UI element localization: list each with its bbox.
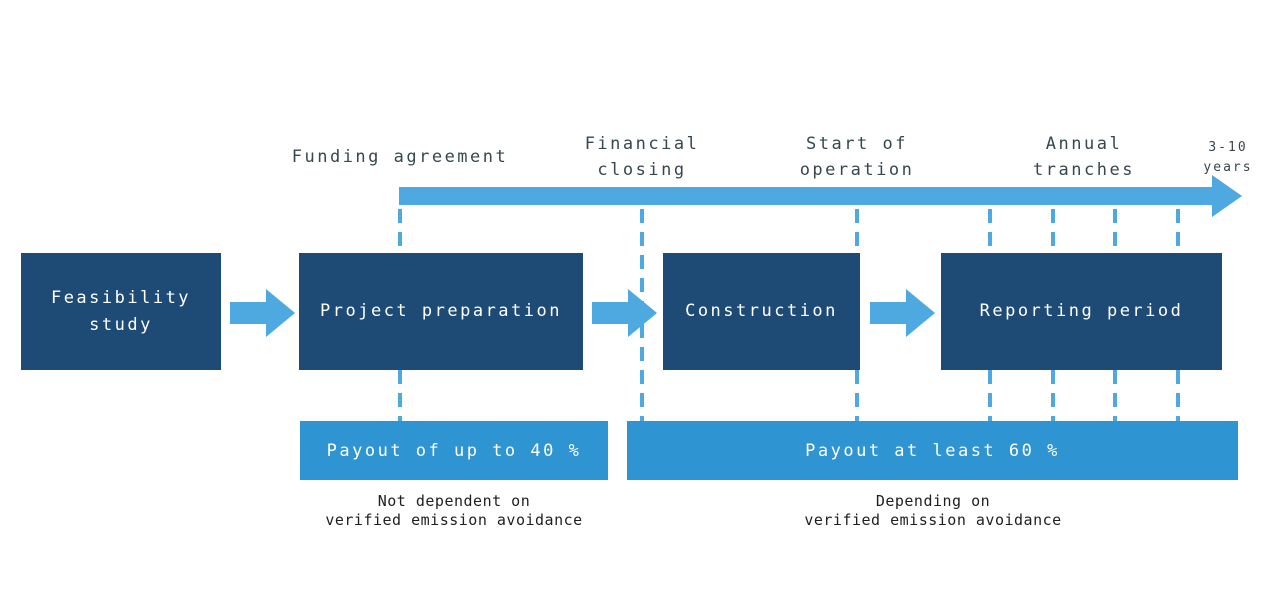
timeline-label-start-of-operation: Start of operation	[799, 134, 915, 180]
timeline-label-financial-closing: Financial closing	[584, 134, 700, 180]
timeline-arrowhead-icon	[1212, 175, 1242, 217]
flow-arrow-icon	[592, 289, 657, 337]
stage-box-feasibility-study: Feasibility study	[21, 253, 221, 370]
payout-note-depending: Depending on verified emission avoidance	[804, 492, 1062, 529]
stage-box-reporting-period: Reporting period	[941, 253, 1222, 370]
flow-arrow-icon	[870, 289, 935, 337]
payout-note-not-dependent: Not dependent on verified emission avoid…	[325, 492, 583, 529]
timeline-duration-label: 3-10 years	[1203, 140, 1253, 175]
stage-box-construction: Construction	[663, 253, 860, 370]
payout-bar-60-percent: Payout at least 60 %	[627, 421, 1238, 480]
flow-arrow-icon	[230, 289, 295, 337]
stage-box-project-preparation: Project preparation	[299, 253, 583, 370]
timeline-arrow-bar	[399, 187, 1212, 205]
timeline-label-funding-agreement: Funding agreement	[291, 147, 509, 167]
timeline-label-annual-tranches: Annual tranches	[1033, 134, 1135, 180]
payout-bar-40-percent: Payout of up to 40 %	[300, 421, 608, 480]
